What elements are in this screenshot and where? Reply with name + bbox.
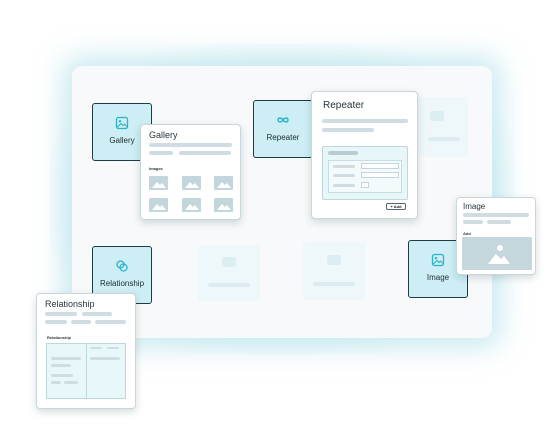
placeholder-line	[64, 381, 78, 384]
add-button-label: Add	[393, 204, 402, 209]
relationship-selector	[46, 343, 126, 399]
placeholder-line	[149, 151, 173, 155]
placeholder-line	[51, 357, 81, 360]
repeater-row-group	[322, 146, 408, 200]
image-tile-label: Image	[426, 273, 450, 282]
placeholder-line	[322, 119, 408, 123]
gallery-thumbnail	[214, 176, 233, 190]
image-icon	[115, 116, 129, 130]
repeater-subfield	[328, 160, 402, 193]
placeholder-line	[328, 151, 358, 155]
image-field-label: Add	[463, 231, 471, 236]
placeholder-tile	[418, 97, 468, 157]
gallery-thumbnail	[182, 176, 201, 190]
gallery-section-label: Images	[149, 166, 163, 171]
placeholder-line	[51, 381, 61, 384]
gallery-thumbnail	[149, 176, 168, 190]
relationship-tile-label: Relationship	[99, 279, 145, 288]
placeholder-line	[82, 312, 112, 316]
placeholder-line	[333, 174, 355, 177]
placeholder-line	[90, 347, 102, 349]
gallery-thumbnail	[149, 198, 168, 212]
placeholder-line	[333, 165, 355, 168]
gallery-card-title: Gallery	[149, 130, 178, 140]
add-row-button[interactable]: + Add	[386, 203, 406, 210]
image-card-title: Image	[463, 202, 486, 211]
placeholder-line	[51, 364, 71, 367]
placeholder-line	[333, 184, 355, 187]
gallery-thumbnail	[214, 198, 233, 212]
placeholder-line	[487, 220, 511, 224]
placeholder-line	[463, 220, 483, 224]
relationship-preview-card: Relationship Relationship	[36, 293, 136, 409]
infinity-icon	[277, 117, 289, 123]
placeholder-line	[45, 320, 67, 324]
placeholder-line	[95, 320, 126, 324]
repeater-field-tile[interactable]: Repeater	[253, 100, 313, 158]
placeholder-line	[45, 312, 77, 316]
plus-icon: +	[390, 204, 393, 209]
placeholder-tile	[303, 242, 365, 300]
placeholder-line	[322, 128, 374, 132]
relationship-section-label: Relationship	[47, 335, 72, 340]
image-placeholder[interactable]	[462, 237, 532, 270]
placeholder-line	[71, 320, 91, 324]
text-input-placeholder[interactable]	[361, 163, 399, 169]
repeater-card-title: Repeater	[323, 100, 365, 111]
repeater-preview-card: Repeater + Add	[311, 91, 418, 219]
placeholder-tile	[198, 245, 260, 301]
image-preview-card: Image Add	[456, 197, 536, 275]
placeholder-line	[51, 374, 73, 377]
relationship-card-title: Relationship	[45, 299, 95, 309]
image-icon	[431, 253, 445, 267]
text-input-placeholder[interactable]	[361, 172, 399, 178]
gallery-thumbnail	[182, 198, 201, 212]
placeholder-line	[463, 213, 529, 217]
link-icon	[116, 260, 128, 272]
repeater-tile-label: Repeater	[266, 133, 300, 142]
placeholder-line	[90, 357, 120, 360]
placeholder-line	[149, 143, 232, 147]
selector-divider	[86, 344, 87, 398]
toggle-placeholder[interactable]	[361, 182, 369, 188]
placeholder-line	[179, 151, 231, 155]
gallery-tile-label: Gallery	[109, 136, 135, 145]
gallery-preview-card: Gallery Images	[140, 124, 241, 220]
placeholder-line	[107, 347, 119, 349]
